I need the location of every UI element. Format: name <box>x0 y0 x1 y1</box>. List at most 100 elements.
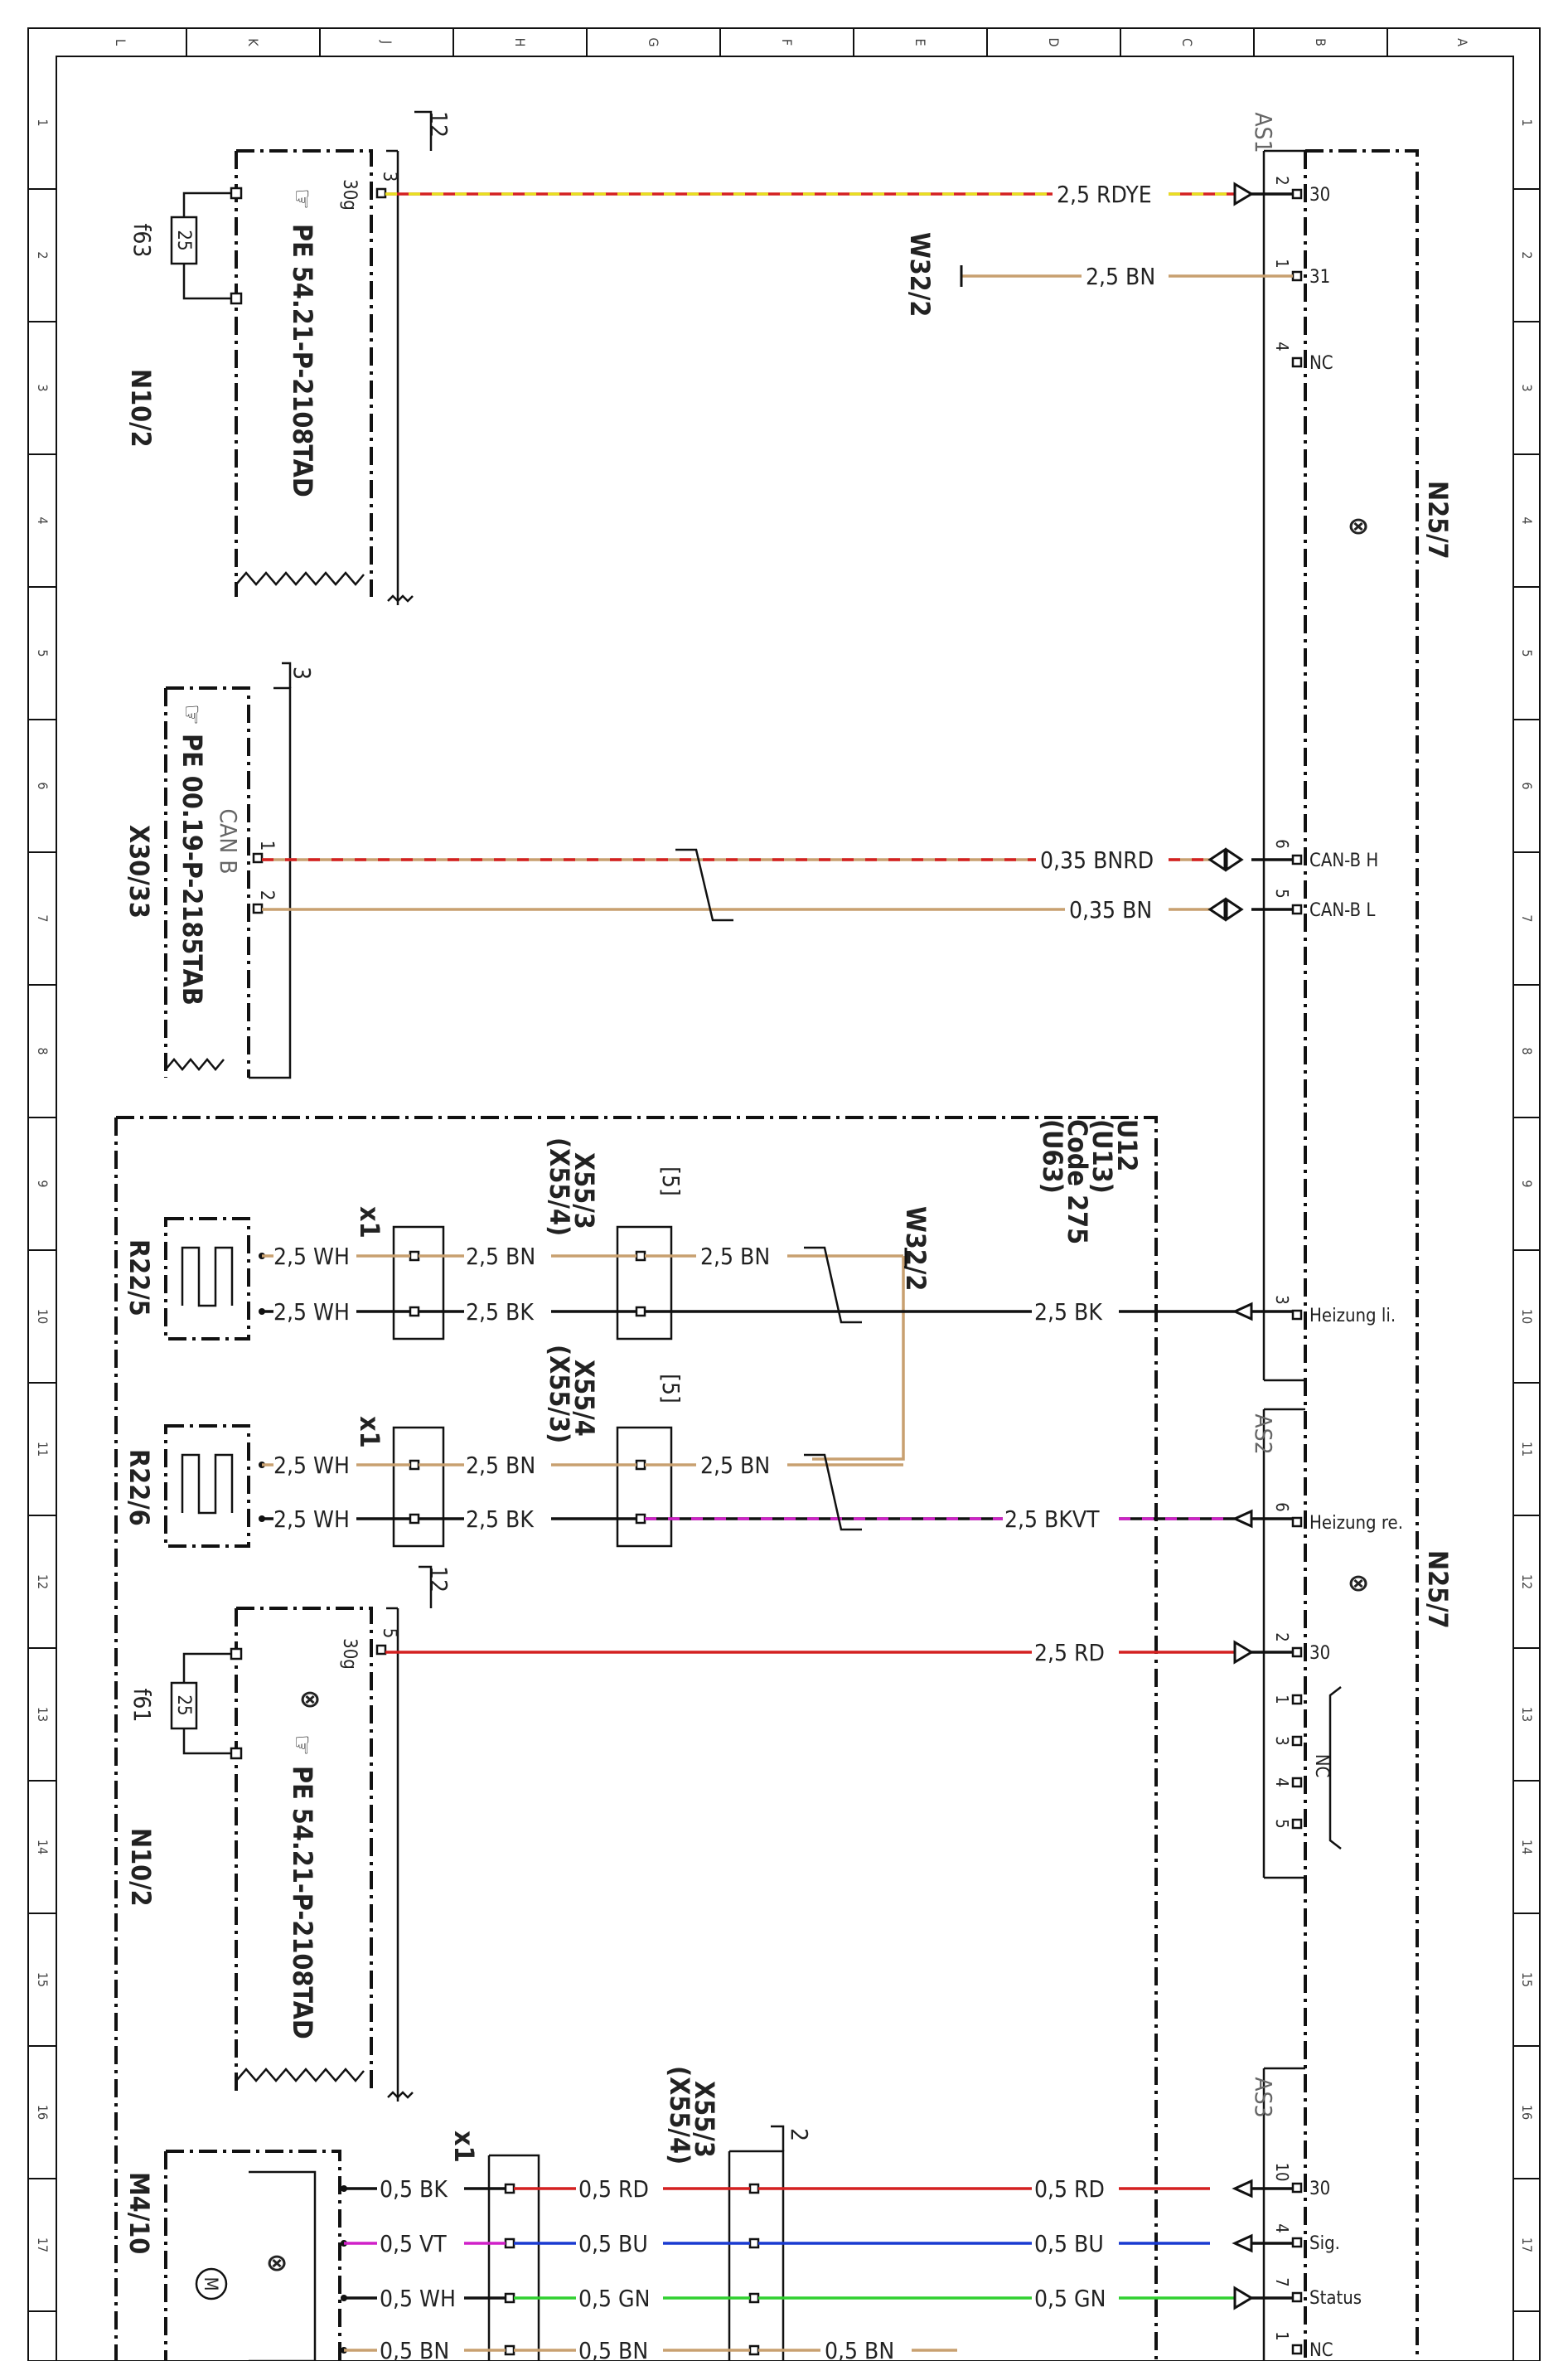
row-number-8: 8 <box>35 1047 51 1054</box>
fan-icon: ⊗ <box>262 2253 293 2273</box>
wire-r22-5-bn-1: 2,5 BN <box>466 1243 535 1270</box>
connector-2: 2 <box>786 2128 813 2141</box>
row-number-11: 11 <box>1519 1442 1535 1457</box>
wire-r22-6-bkvt: 2,5 BKVT <box>1004 1505 1100 1533</box>
label-x55-3-bot: X55/3 <box>689 2081 720 2158</box>
col-H: H <box>512 38 528 47</box>
row-number-1: 1 <box>1519 119 1535 126</box>
label-as1: AS1 <box>1250 112 1277 153</box>
wire-motor-bn-1: 0,5 BN <box>380 2337 449 2361</box>
x55-connector-motor: X55/3 (X55/4) 2 <box>664 2066 813 2361</box>
term-status: Status <box>1309 2288 1362 2309</box>
wire-r22-6-bk-1: 2,5 BK <box>466 1505 535 1533</box>
label-r22-5: R22/5 <box>123 1239 155 1316</box>
ref-pe-top: PE 54.21-P-2108TAD <box>287 224 318 497</box>
row-number-9: 9 <box>1519 1180 1535 1187</box>
label-as2: AS2 <box>1250 1413 1277 1454</box>
term-can-h: CAN-B H <box>1309 851 1378 871</box>
wire-r22-5-bk-1: 2,5 BK <box>466 1298 535 1326</box>
wire-motor-bu-1: 0,5 BU <box>578 2230 648 2257</box>
fuse-bottom-label: f61 <box>128 1689 156 1723</box>
wire-motor-bn-3: 0,5 BN <box>825 2337 894 2361</box>
row-number-15: 15 <box>1519 1972 1535 1987</box>
pin-1-can: 1 <box>256 841 277 851</box>
wire-rd-30: 2,5 RD <box>1034 1639 1105 1666</box>
r22-6-heater: R22/6 <box>123 1424 265 1548</box>
svg-text:2: 2 <box>1272 176 1292 185</box>
wire-motor-bk: 0,5 BK <box>380 2175 448 2203</box>
book-icon-top: ☞ <box>287 188 318 210</box>
label-m4-10: M4/10 <box>123 2172 155 2254</box>
term-nc-a: NC <box>1309 353 1333 374</box>
wire-bnrd: 0,35 BNRD <box>1040 846 1154 874</box>
row-number-13: 13 <box>35 1707 51 1722</box>
col-C: C <box>1179 38 1195 46</box>
wire-r22-5-wh-1: 2,5 WH <box>273 1243 350 1270</box>
label-x55-3-mid-alt: (X55/3) <box>544 1345 575 1443</box>
row-number-10: 10 <box>1519 1309 1535 1324</box>
wire-motor-rd-2: 0,5 RD <box>1034 2175 1105 2203</box>
term-31: 31 <box>1309 267 1330 288</box>
term-30-b: 30 <box>1309 1643 1330 1664</box>
row-number-8: 8 <box>1519 1047 1535 1054</box>
svg-text:10: 10 <box>1272 2163 1292 2182</box>
col-E: E <box>912 38 928 46</box>
svg-text:1: 1 <box>1272 259 1292 268</box>
arrow-symbols <box>1207 182 1254 2310</box>
book-icon-can: ☞ <box>177 704 208 725</box>
col-B: B <box>1313 38 1328 46</box>
label-x1-a: x1 <box>354 1206 385 1239</box>
wire-rdye: 2,5 RDYE <box>1057 181 1152 208</box>
label-r22-6: R22/6 <box>123 1449 155 1526</box>
connector-3: 3 <box>288 667 316 680</box>
n25-7-module: AS1 AS2 AS3 N25/7 N25/7 ⊗ ⊗ <box>1250 112 1454 2361</box>
svg-text:4: 4 <box>1272 1777 1292 1787</box>
label-n10-2-top: N10/2 <box>125 369 157 448</box>
pin-3-top: 3 <box>379 172 399 182</box>
wire-r22-5-bn-2: 2,5 BN <box>700 1243 770 1270</box>
label-n10-2-bottom: N10/2 <box>125 1828 157 1907</box>
svg-text:3: 3 <box>1272 1295 1292 1304</box>
x1-connector-motor: x1 <box>448 2131 540 2361</box>
row-number-2: 2 <box>35 251 51 259</box>
col-A: A <box>1454 38 1470 46</box>
row-number-13: 13 <box>1519 1707 1535 1722</box>
wire-motor-wh: 0,5 WH <box>380 2285 456 2312</box>
ref-pe-bottom: PE 54.21-P-2108TAD <box>287 1766 318 2039</box>
wire-r22-6-bn-2: 2,5 BN <box>700 1452 770 1479</box>
label-x1-b: x1 <box>354 1416 385 1448</box>
ref-pe-can: PE 00.19-P-2185TAB <box>177 734 208 1006</box>
label-x55-4-top-alt: (X55/4) <box>544 1137 575 1236</box>
wire-r22-5-wh-2: 2,5 WH <box>273 1298 350 1326</box>
label-x1-c: x1 <box>448 2131 480 2163</box>
row-number-14: 14 <box>1519 1840 1535 1854</box>
label-as3: AS3 <box>1250 2077 1277 2117</box>
n10-2-top-block: 12 25 f63 PE 54.21-P-2108TAD ☞ N10/2 30g… <box>125 110 452 605</box>
code-u63: (U63) <box>1037 1119 1068 1194</box>
row-number-16: 16 <box>35 2105 51 2120</box>
row-number-9: 9 <box>35 1180 51 1187</box>
label-n25-7-bottom: N25/7 <box>1422 1550 1454 1629</box>
svg-text:4: 4 <box>1272 2223 1292 2233</box>
term-30-a: 30 <box>1309 185 1330 206</box>
connector-5b: [5] <box>657 1374 685 1404</box>
row-number-17: 17 <box>1519 2237 1535 2252</box>
term-heizung-li: Heizung li. <box>1309 1306 1396 1326</box>
row-number-12: 12 <box>1519 1574 1535 1589</box>
wire-r22-6-bn-1: 2,5 BN <box>466 1452 535 1479</box>
svg-text:6: 6 <box>1272 839 1292 848</box>
row-number-5: 5 <box>1519 649 1535 657</box>
diagram-frame: L K J H G F E D C B A 123456789101112131… <box>27 27 1541 2361</box>
row-number-14: 14 <box>35 1840 51 1854</box>
row-number-4: 4 <box>35 516 51 524</box>
label-x30-33: X30/33 <box>123 825 155 919</box>
row-number-6: 6 <box>35 782 51 789</box>
module-pins <box>1291 188 1303 2355</box>
m4-10-block: M ⊗ M4/10 <box>123 2150 347 2361</box>
pin-numbers: 2 1 4 6 5 3 6 2 1 3 4 5 10 4 7 1 <box>1272 176 1292 2340</box>
fuse-top-label: f63 <box>128 224 156 258</box>
row-number-16: 16 <box>1519 2105 1535 2120</box>
svg-text:5: 5 <box>1272 1819 1292 1828</box>
u12-option-box: U12 (U13) Code 275 (U63) <box>114 1116 1158 2361</box>
